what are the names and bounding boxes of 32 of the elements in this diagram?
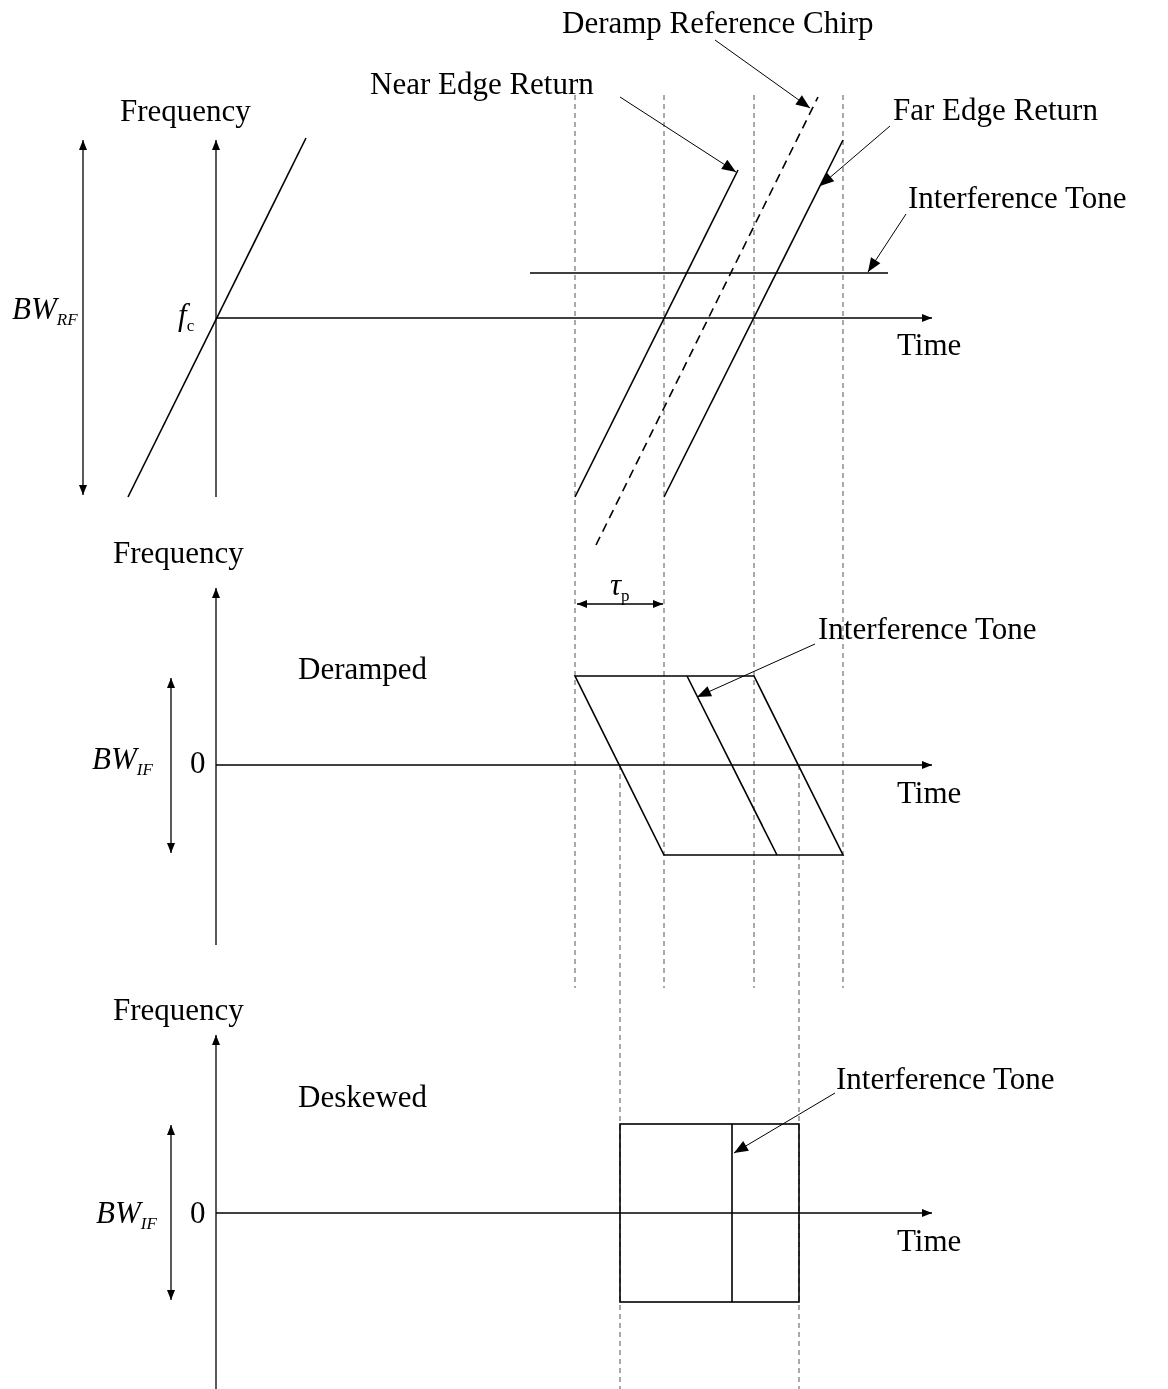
leader-line — [696, 643, 816, 698]
panel-title: Deramped — [298, 652, 428, 686]
leader-line — [733, 1092, 836, 1154]
tone-line — [686, 675, 778, 856]
leader-line — [819, 125, 891, 187]
axis-label: f$_{c}$ — [178, 298, 195, 332]
return-line — [663, 139, 844, 498]
axis-label: Frequency — [113, 536, 244, 570]
axis-label: BW$_{IF}$ — [96, 1196, 157, 1230]
axis-label: Time — [897, 776, 962, 810]
callout-text: Interference Tone — [908, 181, 1127, 215]
leader-line — [619, 96, 737, 173]
return-line — [574, 169, 739, 498]
callout-text: Interference Tone — [818, 612, 1037, 646]
reference-chirp-line — [595, 96, 819, 546]
panel-title: Deskewed — [298, 1080, 428, 1114]
callout-text: Near Edge Return — [370, 67, 594, 101]
leader-line — [714, 39, 811, 109]
axis-label: Frequency — [120, 94, 251, 128]
callout-text: Far Edge Return — [893, 93, 1098, 127]
tone-line — [731, 1123, 733, 1303]
tone-line — [529, 272, 889, 274]
axis-label: Frequency — [113, 993, 244, 1027]
axis-label: 0 — [190, 746, 206, 780]
axis-label: Time — [897, 1224, 962, 1258]
callout-text: Deramp Reference Chirp — [562, 6, 874, 40]
axis-label: Time — [897, 328, 962, 362]
axis-label: 0 — [190, 1196, 206, 1230]
axis-label: BW$_{RF}$ — [12, 292, 78, 326]
leader-line — [867, 213, 907, 273]
callout-text: Interference Tone — [836, 1062, 1055, 1096]
axis-label: BW$_{IF}$ — [92, 742, 153, 776]
